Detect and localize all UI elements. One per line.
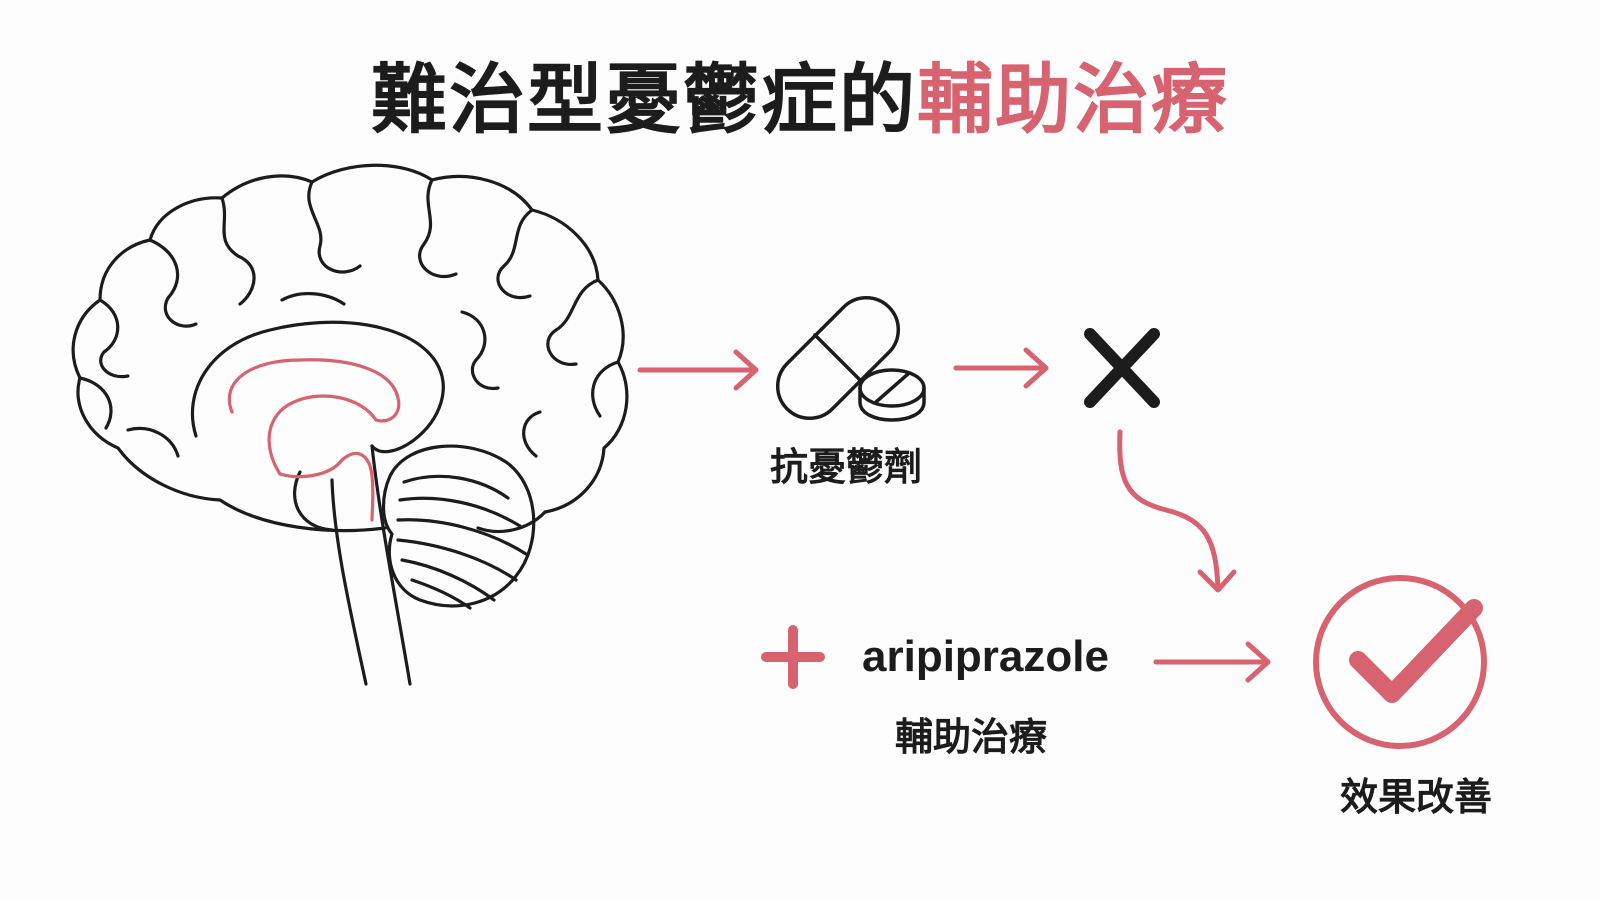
arrow-x-to-check	[1117, 429, 1237, 593]
plus-icon	[761, 625, 825, 689]
capsule-pill-icon	[775, 295, 901, 421]
antidepressant-label: 抗憂鬱劑	[770, 445, 923, 489]
title-highlight: 輔助治療	[917, 55, 1229, 144]
adjunct-label: 輔助治療	[895, 715, 1048, 759]
brain-icon	[71, 163, 629, 686]
cerebellum-icon	[381, 444, 536, 610]
corpus-callosum-highlight	[227, 358, 401, 522]
arrow-drug-to-check	[1153, 641, 1271, 683]
x-mark-icon	[1084, 328, 1160, 408]
check-circle-icon	[1313, 575, 1487, 749]
arrow-brain-to-pill	[637, 349, 759, 391]
result-label: 效果改善	[1340, 775, 1493, 819]
title-main: 難治型憂鬱症的	[371, 55, 917, 144]
tablet-icon	[858, 368, 926, 422]
page-title: 難治型憂鬱症的輔助治療	[0, 38, 1600, 148]
arrow-pill-to-x	[953, 347, 1049, 389]
drug-label: aripiprazole	[862, 632, 1109, 681]
